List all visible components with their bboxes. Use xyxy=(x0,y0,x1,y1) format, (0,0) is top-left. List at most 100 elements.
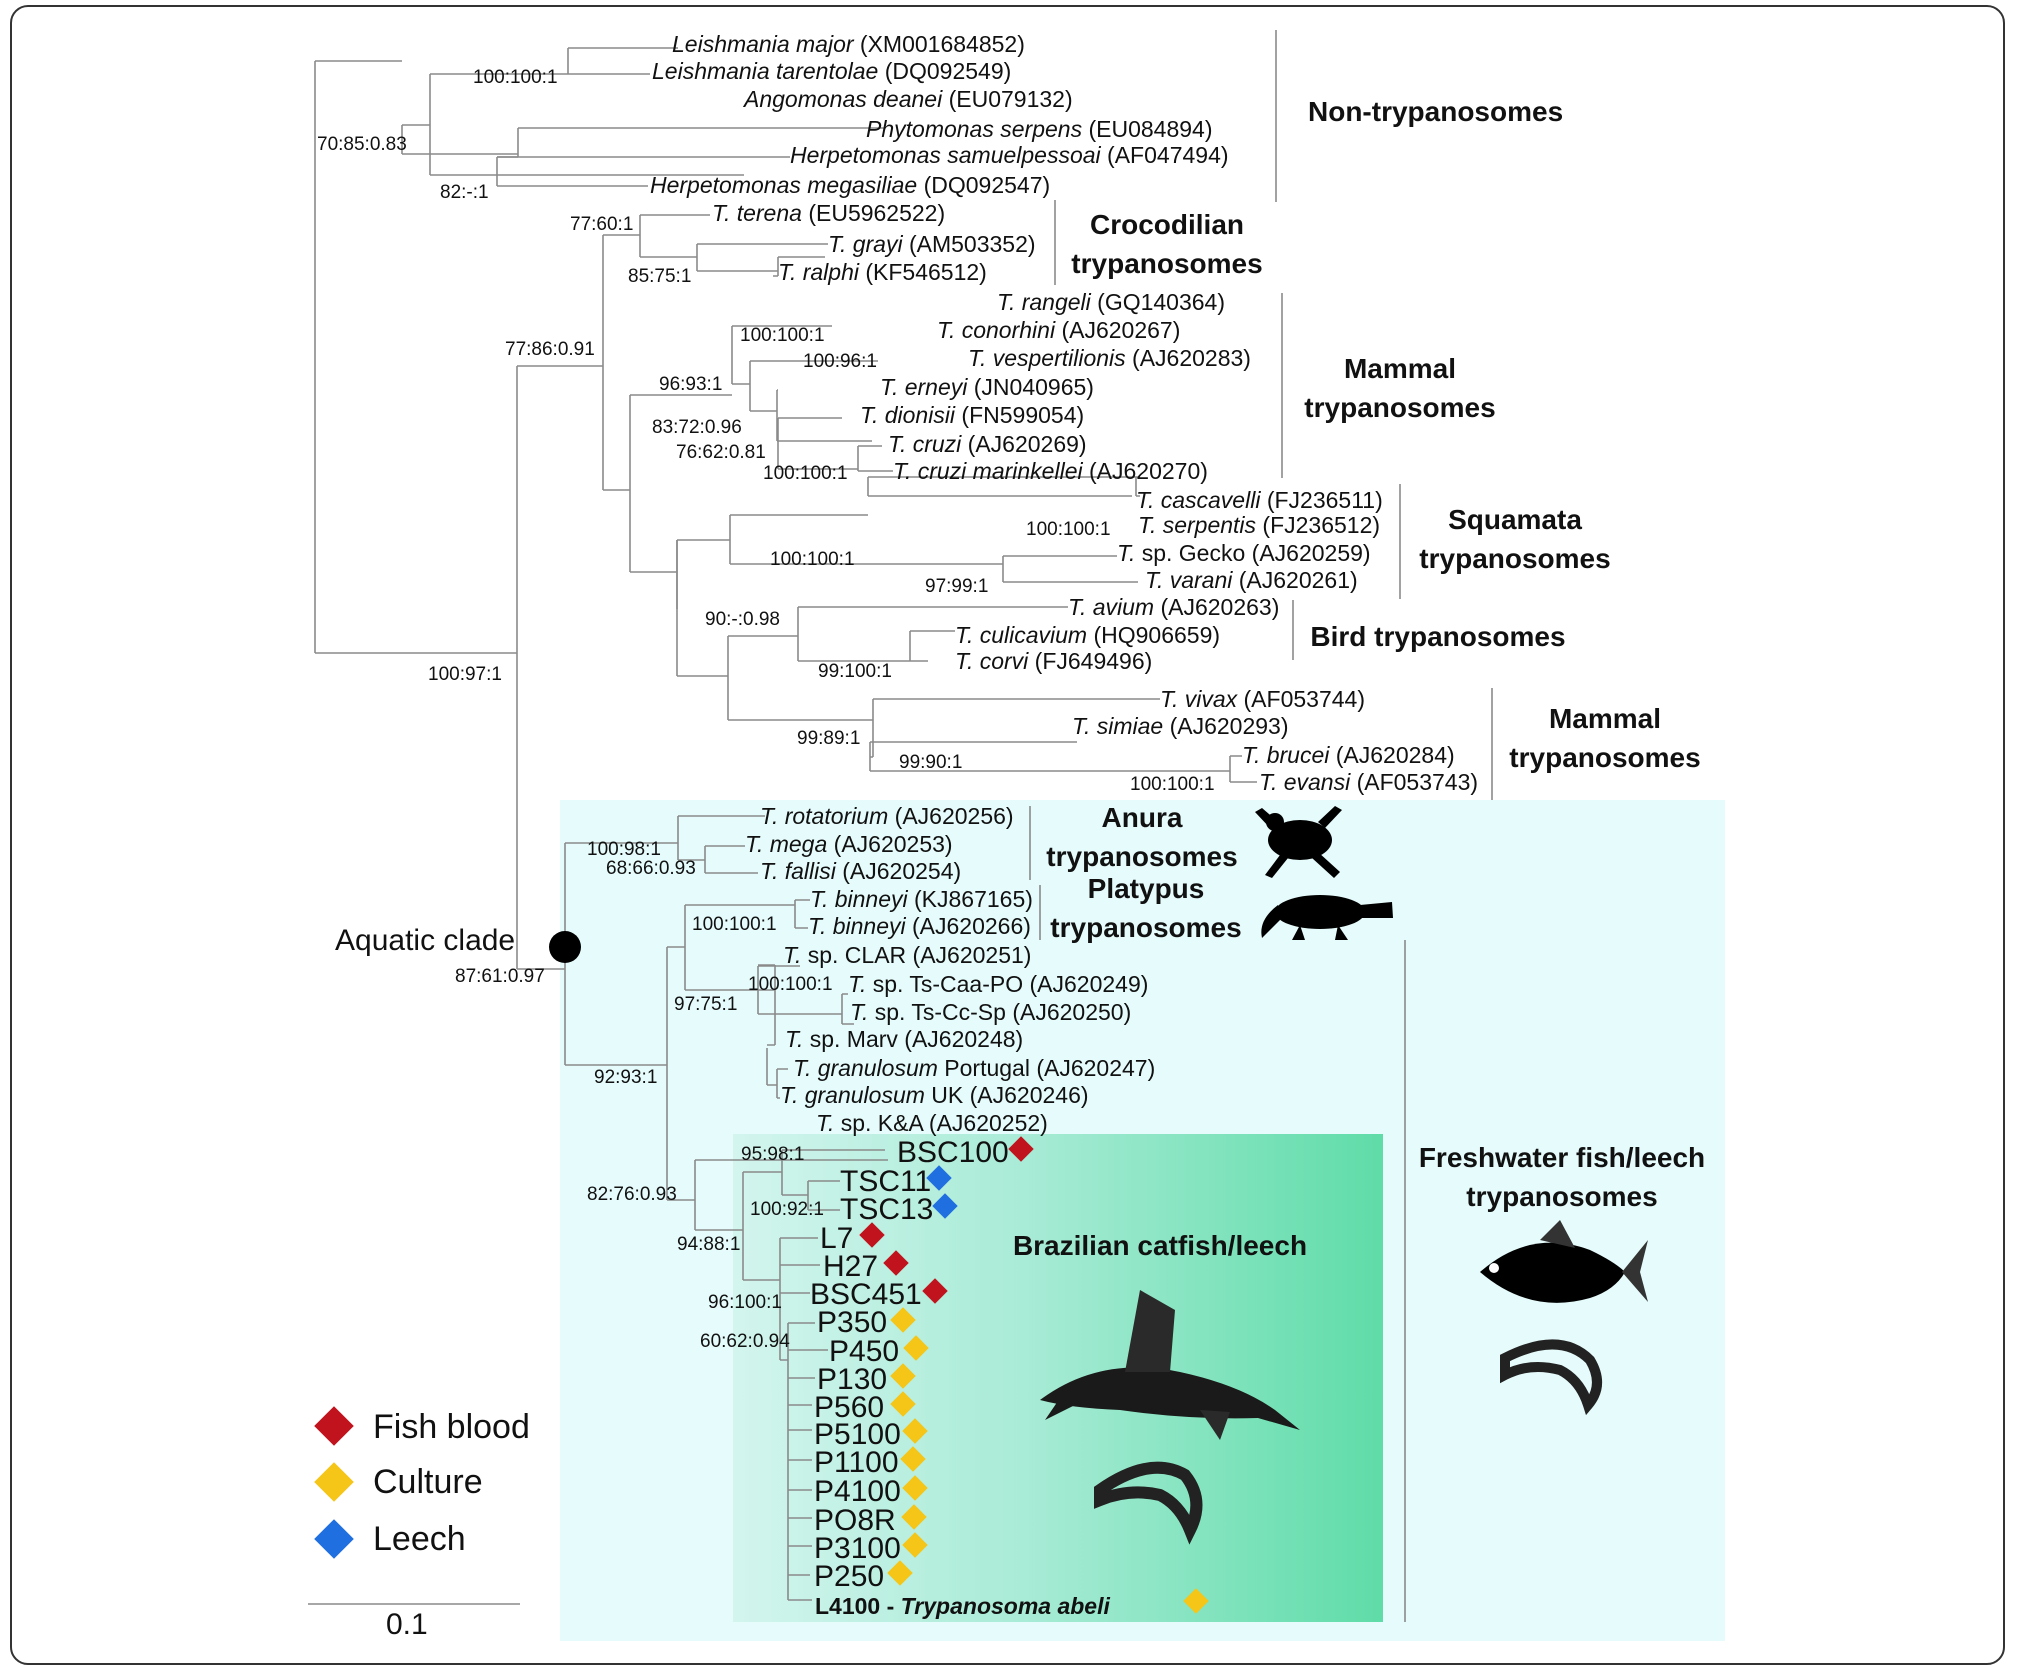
taxon-label: T. terena (EU5962522) xyxy=(712,200,945,226)
isolate-label: TSC13 xyxy=(840,1193,933,1226)
clade-separators xyxy=(1029,30,1493,1622)
group-label-anura: trypanosomes xyxy=(1046,841,1237,872)
taxon-label: T. erneyi (JN040965) xyxy=(880,374,1094,400)
taxon-label: T. cruzi (AJ620269) xyxy=(888,431,1087,457)
group-label-non-trypanosomes: Non-trypanosomes xyxy=(1308,96,1563,127)
group-label-mammal: trypanosomes xyxy=(1304,392,1495,423)
isolate-label: PO8R xyxy=(814,1504,896,1537)
aquatic-clade-label: Aquatic clade xyxy=(335,924,515,957)
group-label-crocodilian: Crocodilian xyxy=(1090,209,1244,240)
legend: Fish blood Culture Leech xyxy=(314,1406,530,1559)
group-label-anura: Anura xyxy=(1102,802,1183,833)
support-value: 100:100:1 xyxy=(763,463,848,484)
taxon-label: Herpetomonas samuelpessoai (AF047494) xyxy=(790,142,1229,168)
taxon-label: T. vivax (AF053744) xyxy=(1160,686,1365,712)
highlight-isolate-label: L4100 - Trypanosoma abeli xyxy=(815,1593,1110,1619)
taxon-label: T. simiae (AJ620293) xyxy=(1072,713,1289,739)
group-label-freshwater: trypanosomes xyxy=(1466,1181,1657,1212)
taxon-label: T. binneyi (AJ620266) xyxy=(808,913,1031,939)
support-value: 100:100:1 xyxy=(770,549,855,570)
taxon-label: T. sp. Ts-Cc-Sp (AJ620250) xyxy=(850,999,1131,1025)
support-value: 87:61:0.97 xyxy=(455,966,545,987)
support-value: 77:60:1 xyxy=(570,214,633,235)
isolate-label: P130 xyxy=(817,1363,887,1396)
taxon-label: Angomonas deanei (EU079132) xyxy=(742,86,1073,112)
support-value: 100:100:1 xyxy=(1026,519,1111,540)
taxon-label: T. granulosum UK (AJ620246) xyxy=(780,1082,1089,1108)
taxon-label: Leishmania major (XM001684852) xyxy=(672,31,1025,57)
group-label-platypus: Platypus xyxy=(1088,873,1205,904)
taxon-label: T. granulosum Portugal (AJ620247) xyxy=(793,1055,1155,1081)
taxon-label: T. sp. K&A (AJ620252) xyxy=(816,1110,1048,1136)
support-value: 94:88:1 xyxy=(677,1234,740,1255)
taxon-label: Phytomonas serpens (EU084894) xyxy=(866,116,1213,142)
support-values: 100:100:1 70:85:0.83 82:-:1 77:60:1 85:7… xyxy=(317,67,1215,1352)
taxon-label: T. sp. CLAR (AJ620251) xyxy=(783,942,1031,968)
group-label-brazilian: Brazilian catfish/leech xyxy=(1013,1230,1307,1261)
taxon-label: T. sp. Gecko (AJ620259) xyxy=(1117,540,1371,566)
leech-icon xyxy=(1500,1339,1602,1416)
support-value: 100:100:1 xyxy=(1130,774,1215,795)
support-value: 99:90:1 xyxy=(899,752,962,773)
support-value: 60:62:0.94 xyxy=(700,1331,790,1352)
taxon-label: T. culicavium (HQ906659) xyxy=(955,622,1220,648)
support-value: 77:86:0.91 xyxy=(505,339,595,360)
taxon-label: T. varani (AJ620261) xyxy=(1145,567,1358,593)
isolate-label: H27 xyxy=(823,1250,878,1283)
scale-bar-label: 0.1 xyxy=(386,1608,428,1641)
isolate-label: P1100 xyxy=(814,1446,899,1479)
taxon-label: T. grayi (AM503352) xyxy=(828,231,1036,257)
isolate-label: BSC100 xyxy=(897,1136,1009,1169)
brazilian-clade-panel xyxy=(733,1134,1383,1622)
support-value: 70:85:0.83 xyxy=(317,134,407,155)
taxon-label: T. avium (AJ620263) xyxy=(1068,594,1279,620)
isolate-label: P560 xyxy=(814,1391,884,1424)
taxon-label: T. evansi (AF053743) xyxy=(1259,769,1478,795)
group-label-crocodilian: trypanosomes xyxy=(1071,248,1262,279)
taxon-label: T. corvi (FJ649496) xyxy=(955,648,1152,674)
group-label-bird: Bird trypanosomes xyxy=(1310,621,1565,652)
scale-bar: 0.1 xyxy=(308,1603,520,1641)
legend-label: Leech xyxy=(373,1520,466,1558)
isolate-label: P3100 xyxy=(814,1532,901,1565)
support-value: 100:92:1 xyxy=(750,1199,824,1220)
taxon-label: T. cascavelli (FJ236511) xyxy=(1136,487,1383,513)
support-value: 96:100:1 xyxy=(708,1292,782,1313)
group-label-platypus: trypanosomes xyxy=(1050,912,1241,943)
isolate-label: BSC451 xyxy=(810,1278,922,1311)
group-label-mammal-2: Mammal xyxy=(1549,703,1661,734)
taxon-label: T. dionisii (FN599054) xyxy=(860,402,1084,428)
isolate-labels: BSC100 TSC11 TSC13 L7 H27 BSC451 P350 P4… xyxy=(810,1136,1110,1619)
group-label-mammal-2: trypanosomes xyxy=(1509,742,1700,773)
support-value: 96:93:1 xyxy=(659,374,722,395)
taxon-label: T. mega (AJ620253) xyxy=(745,831,953,857)
support-value: 99:100:1 xyxy=(818,661,892,682)
support-value: 100:98:1 xyxy=(587,839,661,860)
support-value: 100:100:1 xyxy=(748,974,833,995)
support-value: 90:-:0.98 xyxy=(705,609,780,630)
isolate-label: L7 xyxy=(820,1222,853,1255)
frog-icon xyxy=(1255,806,1342,878)
taxon-label: T. sp. Marv (AJ620248) xyxy=(785,1026,1023,1052)
support-value: 95:98:1 xyxy=(741,1144,804,1165)
isolate-label: TSC11 xyxy=(840,1165,931,1198)
taxon-label: Herpetomonas megasiliae (DQ092547) xyxy=(650,172,1050,198)
taxon-label: T. brucei (AJ620284) xyxy=(1242,742,1455,768)
support-value: 68:66:0.93 xyxy=(606,858,696,879)
taxon-label: T. binneyi (KJ867165) xyxy=(810,886,1033,912)
isolate-label: P450 xyxy=(829,1335,899,1368)
support-value: 100:96:1 xyxy=(803,351,877,372)
group-labels: Non-trypanosomes Crocodilian trypanosome… xyxy=(1013,96,1705,1261)
support-value: 76:62:0.81 xyxy=(676,442,766,463)
legend-fish-blood-marker xyxy=(314,1406,354,1446)
taxa-labels: Leishmania major (XM001684852) Leishmani… xyxy=(650,31,1478,1136)
support-value: 97:99:1 xyxy=(925,576,988,597)
legend-label: Fish blood xyxy=(373,1408,530,1446)
isolate-label: P350 xyxy=(817,1306,887,1339)
catfish-icon xyxy=(1040,1290,1300,1440)
isolate-label: P5100 xyxy=(814,1418,901,1451)
isolate-label: P250 xyxy=(814,1560,884,1593)
fish-icon xyxy=(1480,1220,1648,1303)
support-value: 100:97:1 xyxy=(428,664,502,685)
